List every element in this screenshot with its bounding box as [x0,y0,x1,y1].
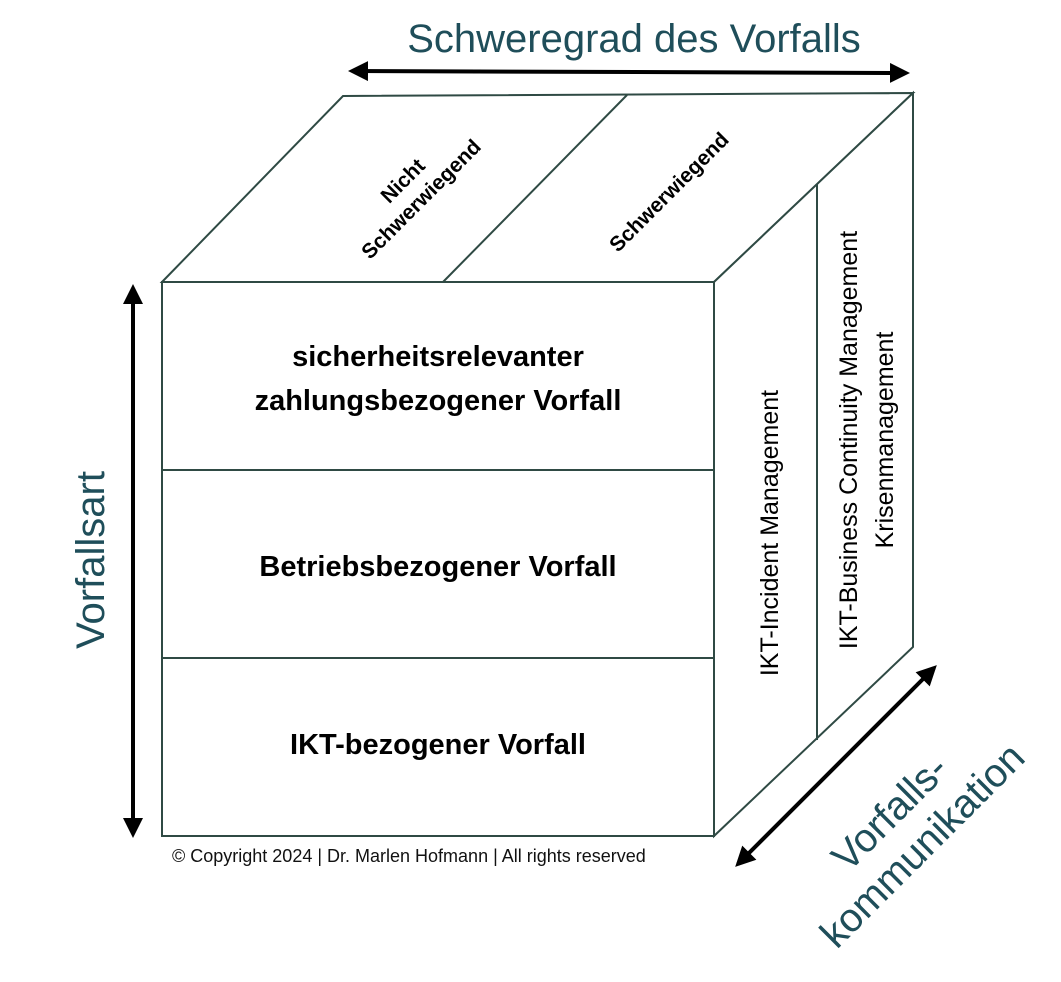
communication-arrow [735,665,937,867]
front-row1-line1: sicherheitsrelevanter [292,341,584,373]
copyright-text: © Copyright 2024 | Dr. Marlen Hofmann | … [172,846,646,866]
side-label-crisis: Krisenmanagement [871,332,899,549]
side-label-bcm: IKT-Business Continuity Management [835,231,863,649]
front-face [161,281,715,837]
side-label-incident: IKT-Incident Management [756,390,784,676]
severity-arrow [348,61,910,83]
top-face-divider [442,94,628,283]
front-row2: Betriebsbezogener Vorfall [259,551,616,583]
communication-axis-title: Vorfalls- kommunikation [812,735,1033,956]
type-axis-title: Vorfallsart [69,471,113,649]
severity-axis-title: Schweregrad des Vorfalls [407,17,861,61]
front-row3: IKT-bezogener Vorfall [290,729,586,761]
front-row1-line2: zahlungsbezogener Vorfall [255,385,622,417]
